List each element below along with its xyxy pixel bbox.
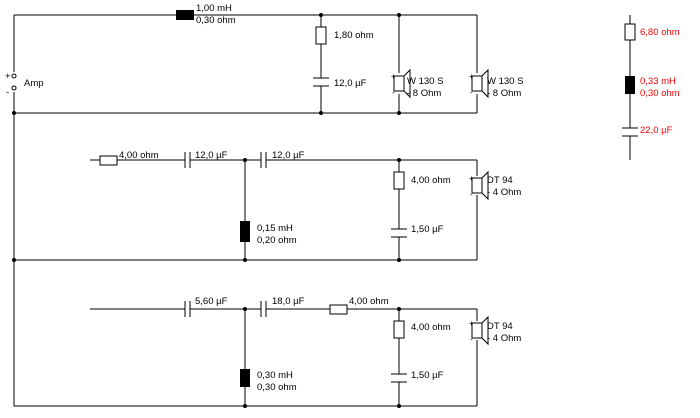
series-capacitor-1	[184, 301, 191, 317]
notch-filter: 6,80 ohm 0,33 mH 0,30 ohm 22,0 µF	[622, 15, 680, 160]
svg-text:+: +	[469, 174, 474, 183]
middle-section: 4,00 ohm 12,0 µF 12,0 µF 0,15 mH 0,20 oh…	[14, 150, 521, 262]
series-capacitor-2-value: 12,0 µF	[272, 150, 305, 161]
series-capacitor-2-value: 18,0 µF	[272, 296, 305, 307]
notch-capacitor	[622, 127, 638, 137]
series-capacitor-1-value: 5,60 µF	[195, 296, 228, 307]
notch-inductor-resistance: 0,30 ohm	[640, 88, 680, 99]
svg-text:+: +	[469, 319, 474, 328]
series-inductor-value: 1,00 mH	[196, 3, 232, 14]
shunt-inductor	[240, 369, 250, 387]
notch-inductor	[625, 76, 635, 94]
tweeter-name: DT 94	[487, 321, 513, 332]
tweeter-name: DT 94	[487, 175, 513, 186]
woofer-2-speaker: + -	[469, 68, 489, 99]
series-capacitor-2	[260, 301, 267, 317]
amp-label: Amp	[24, 78, 44, 89]
notch-inductor-value: 0,33 mH	[640, 76, 676, 87]
shunt-resistor-value: 4,00 ohm	[411, 322, 451, 333]
series-resistor	[99, 155, 118, 166]
amp-terminals: + - Amp	[5, 71, 44, 98]
junction-dot	[397, 111, 401, 115]
tweeter-speaker: + -	[469, 315, 489, 346]
svg-text:+: +	[391, 72, 396, 81]
shunt-resistor	[393, 171, 405, 190]
svg-text:-: -	[392, 88, 395, 97]
tweeter-speaker: + -	[469, 170, 489, 201]
series-capacitor-1-value: 12,0 µF	[195, 150, 228, 161]
series-capacitor-1	[184, 152, 191, 168]
series-resistor	[329, 304, 348, 315]
tweeter-impedance: - 4 Ohm	[487, 187, 521, 198]
shunt-inductor-value: 0,15 mH	[257, 223, 293, 234]
amp-plus-label: +	[5, 71, 11, 82]
series-capacitor-2	[260, 152, 267, 168]
shunt-resistor-value: 1,80 ohm	[334, 30, 374, 41]
series-inductor	[176, 10, 194, 20]
bottom-section: 5,60 µF 18,0 µF 4,00 ohm 0,30 mH 0,30 oh…	[14, 296, 521, 408]
woofer-1-name: W 130 S	[407, 76, 443, 87]
shunt-capacitor-value: 1,50 µF	[411, 224, 444, 235]
series-resistor-value: 4,00 ohm	[349, 296, 389, 307]
shunt-capacitor	[313, 77, 329, 87]
shunt-capacitor-value: 12,0 µF	[334, 78, 367, 89]
top-section: + - Amp 1,00 mH 0,30 ohm 1,80 ohm 12,0 µ…	[5, 3, 523, 115]
svg-text:+: +	[469, 72, 474, 81]
notch-capacitor-value: 22,0 µF	[640, 125, 673, 136]
svg-text:-: -	[470, 88, 473, 97]
svg-text:-: -	[470, 190, 473, 199]
woofer-1-impedance: - 8 Ohm	[407, 88, 441, 99]
notch-resistor-value: 6,80 ohm	[640, 27, 680, 38]
amp-minus-label: -	[6, 87, 9, 98]
tweeter-impedance: - 4 Ohm	[487, 333, 521, 344]
shunt-inductor-resistance: 0,20 ohm	[257, 235, 297, 246]
junction-dot	[319, 13, 323, 17]
shunt-inductor-resistance: 0,30 ohm	[257, 382, 297, 393]
shunt-capacitor	[391, 228, 407, 238]
shunt-resistor	[315, 26, 327, 45]
shunt-capacitor	[391, 373, 407, 383]
junction-dot	[397, 13, 401, 17]
woofer-1-speaker: + -	[391, 68, 411, 99]
shunt-inductor-value: 0,30 mH	[257, 370, 293, 381]
svg-text:-: -	[470, 335, 473, 344]
shunt-resistor	[393, 320, 405, 339]
notch-resistor	[624, 23, 636, 41]
shunt-resistor-value: 4,00 ohm	[411, 175, 451, 186]
shunt-capacitor-value: 1,50 µF	[411, 370, 444, 381]
woofer-2-name: W 130 S	[487, 76, 523, 87]
junction-dot	[319, 111, 323, 115]
series-resistor-value: 4,00 ohm	[119, 150, 159, 161]
shunt-inductor	[240, 221, 250, 242]
series-inductor-resistance: 0,30 ohm	[196, 15, 236, 26]
woofer-2-impedance: - 8 Ohm	[487, 88, 521, 99]
